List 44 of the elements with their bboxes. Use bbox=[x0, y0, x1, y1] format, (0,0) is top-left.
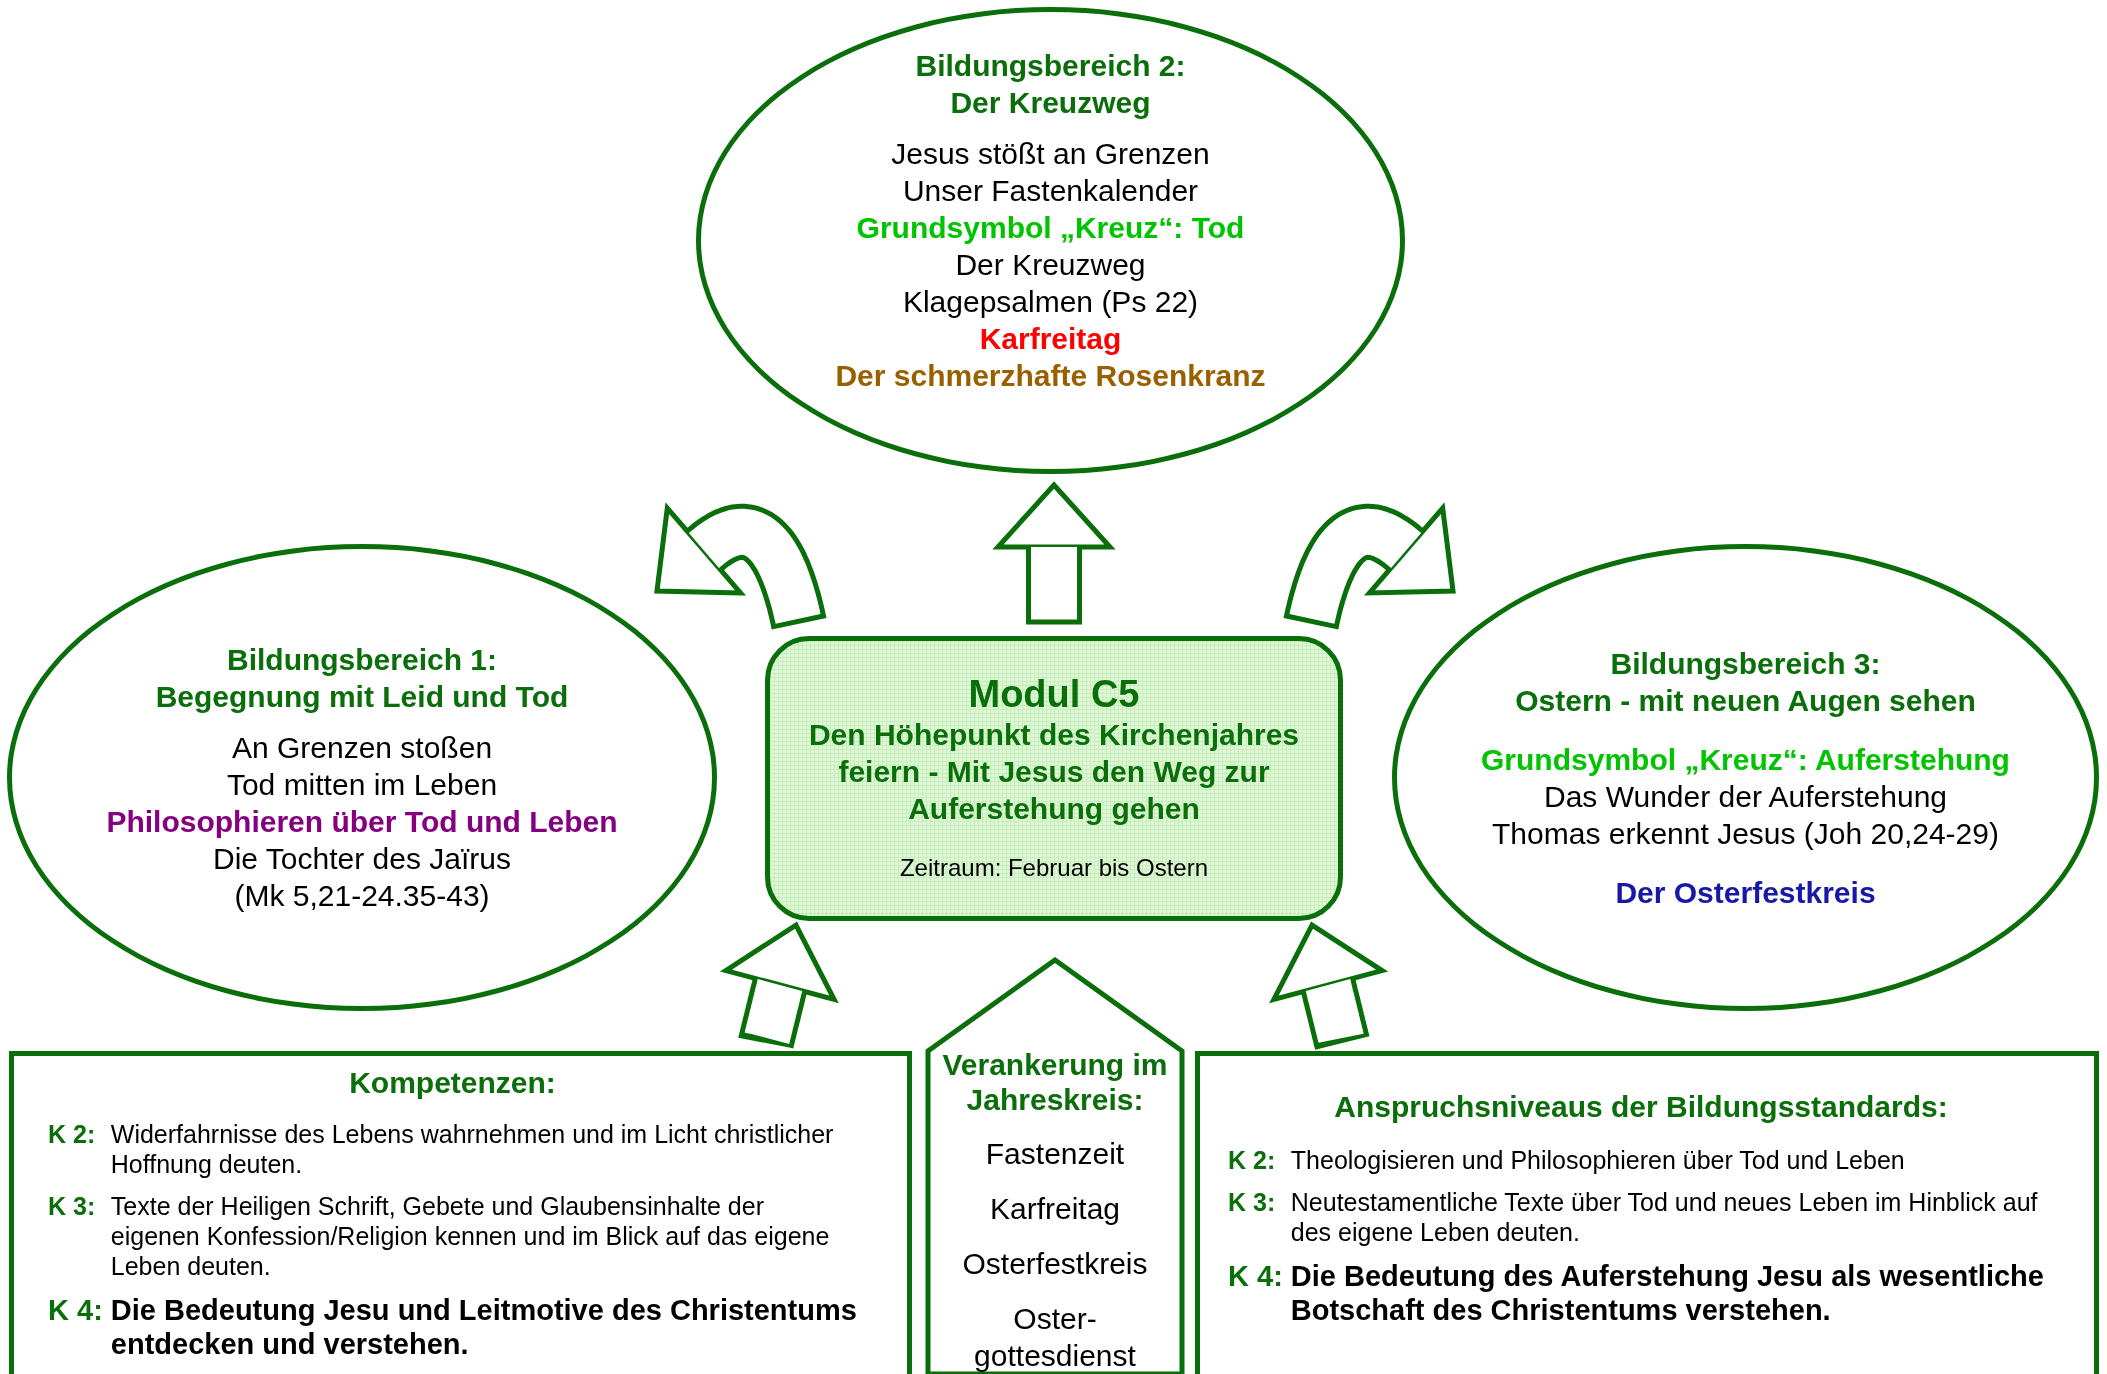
node-text: Zeitraum: Februar bis Ostern bbox=[899, 852, 1209, 883]
node-heading: Modul C5 bbox=[968, 671, 1140, 716]
node-heading: Verankerung im Jahreskreis: bbox=[941, 1047, 1169, 1117]
item-text: Die Bedeutung Jesu und Leitmotive des Christentums entdecken und verstehen. bbox=[110, 1293, 857, 1361]
item-text: Neutestamentliche Texte über Tod und neues Leben im Hinblick auf des eigene Leben deuten. bbox=[1290, 1187, 2039, 1247]
panel-heading: Kompetenzen: bbox=[348, 1065, 557, 1101]
item-text: Theologisieren und Philosophieren über Tod und Leben bbox=[1290, 1145, 1906, 1175]
node-heading: Bildungsbereich 3: Ostern - mit neuen Augen sehen bbox=[1515, 645, 1976, 719]
node-text: Jesus stößt an Grenzen bbox=[891, 136, 1210, 172]
node-text: Philosophieren über Tod und Leben bbox=[106, 804, 618, 840]
node-text: Karfreitag bbox=[989, 1191, 1121, 1227]
item-label: K 4: bbox=[1228, 1259, 1283, 1294]
item-label: K 3: bbox=[48, 1191, 97, 1222]
node-text: Oster- gottesdienst bbox=[973, 1301, 1137, 1374]
node-text: Grundsymbol „Kreuz“: Tod bbox=[856, 210, 1245, 246]
item-label: K 3: bbox=[1228, 1187, 1277, 1218]
node-text: An Grenzen stoßen bbox=[231, 730, 493, 766]
node-text: Den Höhepunkt des Kirchenjahres feiern - Mit Jesus den Weg zur Auferstehung gehen bbox=[807, 716, 1301, 827]
node-text: Unser Fastenkalender bbox=[902, 173, 1199, 209]
item-label: K 2: bbox=[48, 1119, 97, 1150]
item-label: K 2: bbox=[1228, 1145, 1277, 1175]
node-text: Die Tochter des Jaïrus (Mk 5,21-24.35-43) bbox=[212, 841, 512, 914]
text-panel bbox=[9, 1051, 912, 1374]
node-text: Thomas erkennt Jesus (Joh 20,24-29) bbox=[1492, 815, 1999, 852]
item-text: Die Bedeutung des Auferstehung Jesu als wesentliche Botschaft des Christentums verstehen. bbox=[1290, 1259, 2045, 1327]
node-text: Grundsymbol „Kreuz“: Auferstehung bbox=[1481, 741, 2010, 778]
rounded-box bbox=[765, 636, 1343, 921]
item-text: Widerfahrnisse des Lebens wahrnehmen und im Licht christlicher Hoffnung deuten. bbox=[110, 1119, 835, 1179]
node-heading: Bildungsbereich 1: Begegnung mit Leid und Tod bbox=[155, 642, 569, 715]
node-text: Der schmerzhafte Rosenkranz bbox=[835, 358, 1266, 394]
node-text: Fastenzeit bbox=[985, 1136, 1125, 1172]
node-text: Osterfestkreis bbox=[962, 1246, 1148, 1282]
panel-heading: Anspruchsniveaus der Bildungsstandards: bbox=[1333, 1089, 1949, 1125]
text-panel bbox=[1195, 1051, 2099, 1374]
node-heading: Bildungsbereich 2: Der Kreuzweg bbox=[915, 48, 1186, 121]
node-text: Karfreitag bbox=[979, 321, 1122, 357]
node-text: Klagepsalmen (Ps 22) bbox=[902, 284, 1199, 320]
node-text: Der Osterfestkreis bbox=[1615, 874, 1876, 911]
item-text: Texte der Heiligen Schrift, Gebete und Glaubensinhalte der eigenen Konfession/Religion kennen und im Blick auf das eigene Leben deuten. bbox=[110, 1191, 831, 1281]
node-text: Das Wunder der Auferstehung bbox=[1544, 778, 1947, 815]
pentagon-panel bbox=[925, 957, 1185, 1374]
item-label: K 4: bbox=[48, 1293, 103, 1328]
node-text: Tod mitten im Leben bbox=[226, 767, 498, 803]
node-text: Der Kreuzweg bbox=[955, 247, 1146, 283]
